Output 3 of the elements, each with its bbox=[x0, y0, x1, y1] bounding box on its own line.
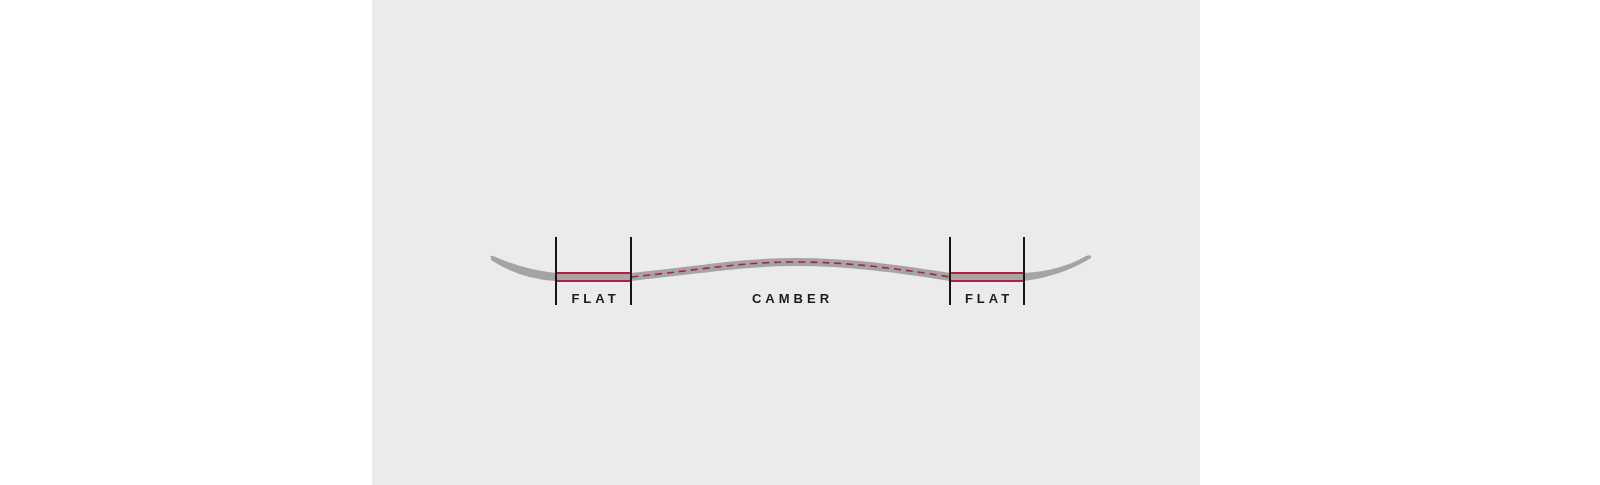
zone-label: FLAT bbox=[570, 291, 620, 306]
zone-label: CAMBER bbox=[750, 291, 834, 306]
zone-label: FLAT bbox=[963, 291, 1014, 306]
